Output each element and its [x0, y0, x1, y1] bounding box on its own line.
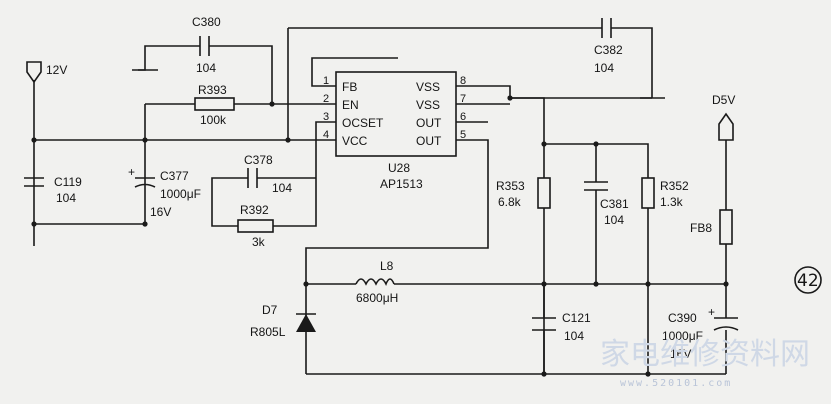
ic-pin-vss1: VSS [416, 80, 440, 94]
capacitor-c380 [195, 36, 214, 56]
svg-text:42: 42 [797, 271, 819, 291]
c381-ref: C381 [600, 197, 629, 211]
ic-pin-out2: OUT [416, 134, 442, 148]
ic-pin-vcc: VCC [342, 134, 368, 148]
c390-rating: 16V [670, 347, 691, 361]
r353-value: 6.8k [498, 195, 522, 209]
resistor-r353 [537, 177, 551, 209]
ic-pin-numbers: 1 2 3 4 8 7 6 5 [323, 75, 466, 141]
input-12v-symbol [26, 61, 42, 84]
c380-value: 104 [196, 61, 216, 75]
ic-pin-out1: OUT [416, 116, 442, 130]
capacitor-c390: + [708, 305, 739, 331]
watermark-text: 家电维修资料网 [600, 337, 810, 372]
c381-value: 104 [604, 213, 624, 227]
capacitor-c378 [244, 168, 262, 188]
ic-pin-vss2: VSS [416, 98, 440, 112]
r352-value: 1.3k [660, 195, 684, 209]
ic-pin-names-right: VSS VSS OUT OUT [416, 80, 442, 148]
c378-ref: C378 [244, 153, 273, 167]
c378-value: 104 [272, 181, 292, 195]
l8-ref: L8 [380, 259, 394, 273]
pin-num-4: 4 [323, 129, 329, 141]
capacitor-c377: + [128, 165, 156, 188]
ic-part: AP1513 [380, 177, 423, 191]
ferrite-fb8 [719, 209, 733, 245]
c119-value: 104 [56, 191, 76, 205]
output-d5v-symbol [718, 112, 734, 141]
c377-value: 1000μF [160, 187, 201, 201]
resistor-r392 [237, 219, 274, 233]
pin-num-6: 6 [460, 111, 466, 123]
capacitor-c381 [584, 181, 608, 191]
c380-ref: C380 [192, 15, 221, 29]
c382-value: 104 [594, 61, 614, 75]
r393-value: 100k [200, 113, 227, 127]
ic-pin-en: EN [342, 98, 359, 112]
input-rail-label: 12V [46, 63, 67, 77]
d7-ref: D7 [262, 303, 278, 317]
pin-num-1: 1 [323, 75, 329, 87]
capacitor-c119 [24, 177, 44, 187]
r393-ref: R393 [198, 83, 227, 97]
capacitor-c382 [598, 18, 615, 38]
resistor-r393 [194, 97, 235, 111]
pin-num-5: 5 [460, 129, 466, 141]
c377-rating: 16V [150, 205, 171, 219]
ic-pin-fb: FB [342, 80, 357, 94]
c377-ref: C377 [160, 169, 189, 183]
c121-ref: C121 [562, 311, 591, 325]
c390-ref: C390 [668, 311, 697, 325]
watermark-url: www.520101.com [620, 378, 732, 389]
resistor-r352 [641, 177, 655, 209]
d7-value: R805L [250, 325, 286, 339]
pin-num-8: 8 [460, 75, 466, 87]
pin-num-2: 2 [323, 93, 329, 105]
wires [31, 27, 729, 377]
c119-ref: C119 [54, 175, 82, 189]
page-marker: 42 [794, 266, 822, 294]
r352-ref: R352 [660, 179, 689, 193]
svg-text:+: + [708, 305, 715, 319]
ic-u28-body [335, 71, 457, 157]
capacitor-c121 [532, 317, 556, 331]
c390-value: 1000μF [662, 329, 703, 343]
r392-value: 3k [252, 235, 266, 249]
output-rail-label: D5V [712, 93, 735, 107]
ic-pin-ocset: OCSET [342, 116, 384, 130]
fb8-ref: FB8 [690, 221, 712, 235]
ic-ref: U28 [388, 161, 410, 175]
inductor-l8 [355, 278, 395, 286]
pin-num-7: 7 [460, 93, 466, 105]
r353-ref: R353 [496, 179, 525, 193]
c121-value: 104 [564, 329, 584, 343]
svg-text:+: + [128, 165, 135, 179]
pin-num-3: 3 [323, 111, 329, 123]
diode-d7 [296, 313, 316, 332]
c382-ref: C382 [594, 43, 623, 57]
ic-pin-names-left: FB EN OCSET VCC [342, 80, 384, 148]
r392-ref: R392 [240, 203, 269, 217]
l8-value: 6800μH [356, 291, 398, 305]
